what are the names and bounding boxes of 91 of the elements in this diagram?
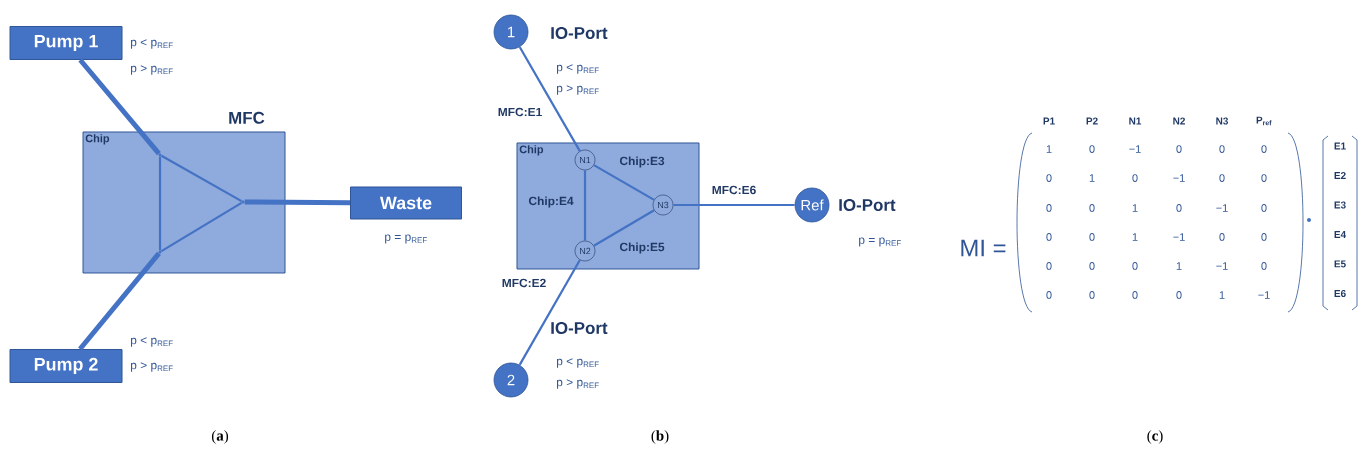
pressure-label: p > p$_{REF}$ bbox=[131, 65, 173, 75]
matrix-entry: 0 bbox=[1176, 291, 1182, 299]
matrix-entry: 0 bbox=[1261, 233, 1267, 241]
channel-line bbox=[78, 251, 161, 351]
io-port-label: IO-Port bbox=[551, 27, 608, 39]
matrix-entry: 1 bbox=[1132, 204, 1138, 212]
matrix-entry: 0 bbox=[1219, 174, 1225, 182]
vector-entry: E1 bbox=[1334, 142, 1346, 150]
edge-label: MFC:E2 bbox=[502, 278, 546, 288]
matrix-entry: 0 bbox=[1046, 291, 1052, 299]
junction-point bbox=[241, 200, 245, 204]
channel-line bbox=[518, 46, 581, 152]
pressure-label: p = p$_{REF}$ bbox=[859, 237, 901, 247]
matrix-entry: 0 bbox=[1046, 262, 1052, 270]
vector-entry: E5 bbox=[1334, 260, 1346, 268]
channel-line bbox=[160, 154, 243, 203]
pressure-label: p > p$_{REF}$ bbox=[557, 85, 599, 95]
matrix-entry: 0 bbox=[1176, 204, 1182, 212]
pump-box: Pump 2 bbox=[9, 349, 123, 383]
pressure-label: p = p$_{REF}$ bbox=[385, 234, 427, 244]
pressure-label: p > p$_{REF}$ bbox=[131, 362, 173, 372]
matrix-entry: 0 bbox=[1132, 262, 1138, 270]
panel-heading: MFC bbox=[229, 111, 265, 124]
column-header: P$_{ref}$ bbox=[1256, 116, 1272, 126]
edge-label: Chip:E5 bbox=[619, 242, 665, 254]
matrix-entry: 1 bbox=[1219, 291, 1225, 299]
matrix-entry: 0 bbox=[1089, 145, 1095, 153]
pressure-label: p < p$_{REF}$ bbox=[557, 358, 599, 368]
matrix-entry: 0 bbox=[1219, 145, 1225, 153]
matrix-entry: −1 bbox=[1173, 233, 1185, 241]
matrix-entry: 1 bbox=[1176, 262, 1182, 270]
column-header: N3 bbox=[1216, 117, 1228, 125]
channel-line bbox=[673, 203, 795, 207]
chip-box: Chip bbox=[82, 131, 286, 274]
matrix-entry: 1 bbox=[1089, 174, 1095, 182]
panel-caption: (b) bbox=[651, 430, 669, 444]
pump-box: Waste bbox=[350, 186, 462, 220]
matrix-entry: 0 bbox=[1046, 204, 1052, 212]
matrix-entry: 0 bbox=[1046, 174, 1052, 182]
matrix-entry: 0 bbox=[1089, 204, 1095, 212]
panel-caption: (c) bbox=[1147, 430, 1163, 444]
channel-line bbox=[593, 164, 655, 201]
edge-label: Chip:E4 bbox=[528, 196, 574, 208]
matrix-entry: 0 bbox=[1089, 233, 1095, 241]
matrix-entry: −1 bbox=[1129, 145, 1141, 153]
channel-line bbox=[160, 201, 243, 253]
vector-entry: E3 bbox=[1334, 201, 1346, 209]
channel-line bbox=[583, 170, 587, 241]
matrix-entry: 0 bbox=[1261, 174, 1267, 182]
matrix-entry: −1 bbox=[1173, 174, 1185, 182]
channel-line bbox=[78, 58, 161, 156]
edge-label: Chip:E3 bbox=[619, 156, 665, 168]
io-port-label: IO-Port bbox=[551, 322, 608, 334]
pressure-label: p < p$_{REF}$ bbox=[131, 337, 173, 347]
panel-caption: (a) bbox=[211, 430, 229, 444]
pressure-label: p < p$_{REF}$ bbox=[131, 39, 173, 49]
matrix-entry: 0 bbox=[1132, 291, 1138, 299]
matrix-entry: 1 bbox=[1132, 233, 1138, 241]
column-header: P2 bbox=[1086, 117, 1098, 125]
column-header: N1 bbox=[1129, 117, 1142, 125]
channel-line bbox=[593, 209, 655, 247]
matrix-entry: 0 bbox=[1046, 233, 1052, 241]
matrix-entry: 0 bbox=[1176, 145, 1182, 153]
matrix-entry: 1 bbox=[1046, 145, 1052, 153]
pressure-label: p > p$_{REF}$ bbox=[557, 379, 599, 389]
formula-label: MI = bbox=[961, 239, 1006, 257]
matrix-entry: 0 bbox=[1261, 262, 1267, 270]
column-header: P1 bbox=[1043, 117, 1055, 125]
matrix-entry: −1 bbox=[1216, 204, 1228, 212]
matrix-entry: −1 bbox=[1258, 291, 1270, 299]
channel-line bbox=[158, 156, 162, 251]
pressure-label: p < p$_{REF}$ bbox=[557, 64, 599, 74]
edge-label: MFC:E1 bbox=[498, 107, 542, 117]
matrix-entry: 0 bbox=[1132, 174, 1138, 182]
pump-box: Pump 1 bbox=[9, 26, 123, 60]
channel-line bbox=[518, 259, 581, 366]
junction-point bbox=[158, 250, 162, 254]
matrix-entry: 0 bbox=[1089, 291, 1095, 299]
vector-entry: E6 bbox=[1334, 289, 1346, 297]
matrix-entry: 0 bbox=[1089, 262, 1095, 270]
junction-point bbox=[158, 153, 162, 157]
matrix-entry: −1 bbox=[1216, 262, 1228, 270]
matrix-entry: 0 bbox=[1261, 145, 1267, 153]
edge-label: MFC:E6 bbox=[712, 185, 756, 195]
column-header: N2 bbox=[1173, 117, 1185, 125]
vector-entry: E4 bbox=[1334, 231, 1347, 238]
matrix-entry: 0 bbox=[1261, 204, 1267, 212]
vector-entry: E2 bbox=[1334, 172, 1346, 179]
matrix-entry: 0 bbox=[1219, 233, 1225, 241]
channel-line bbox=[244, 199, 351, 206]
io-port-label: IO-Port bbox=[839, 199, 896, 211]
